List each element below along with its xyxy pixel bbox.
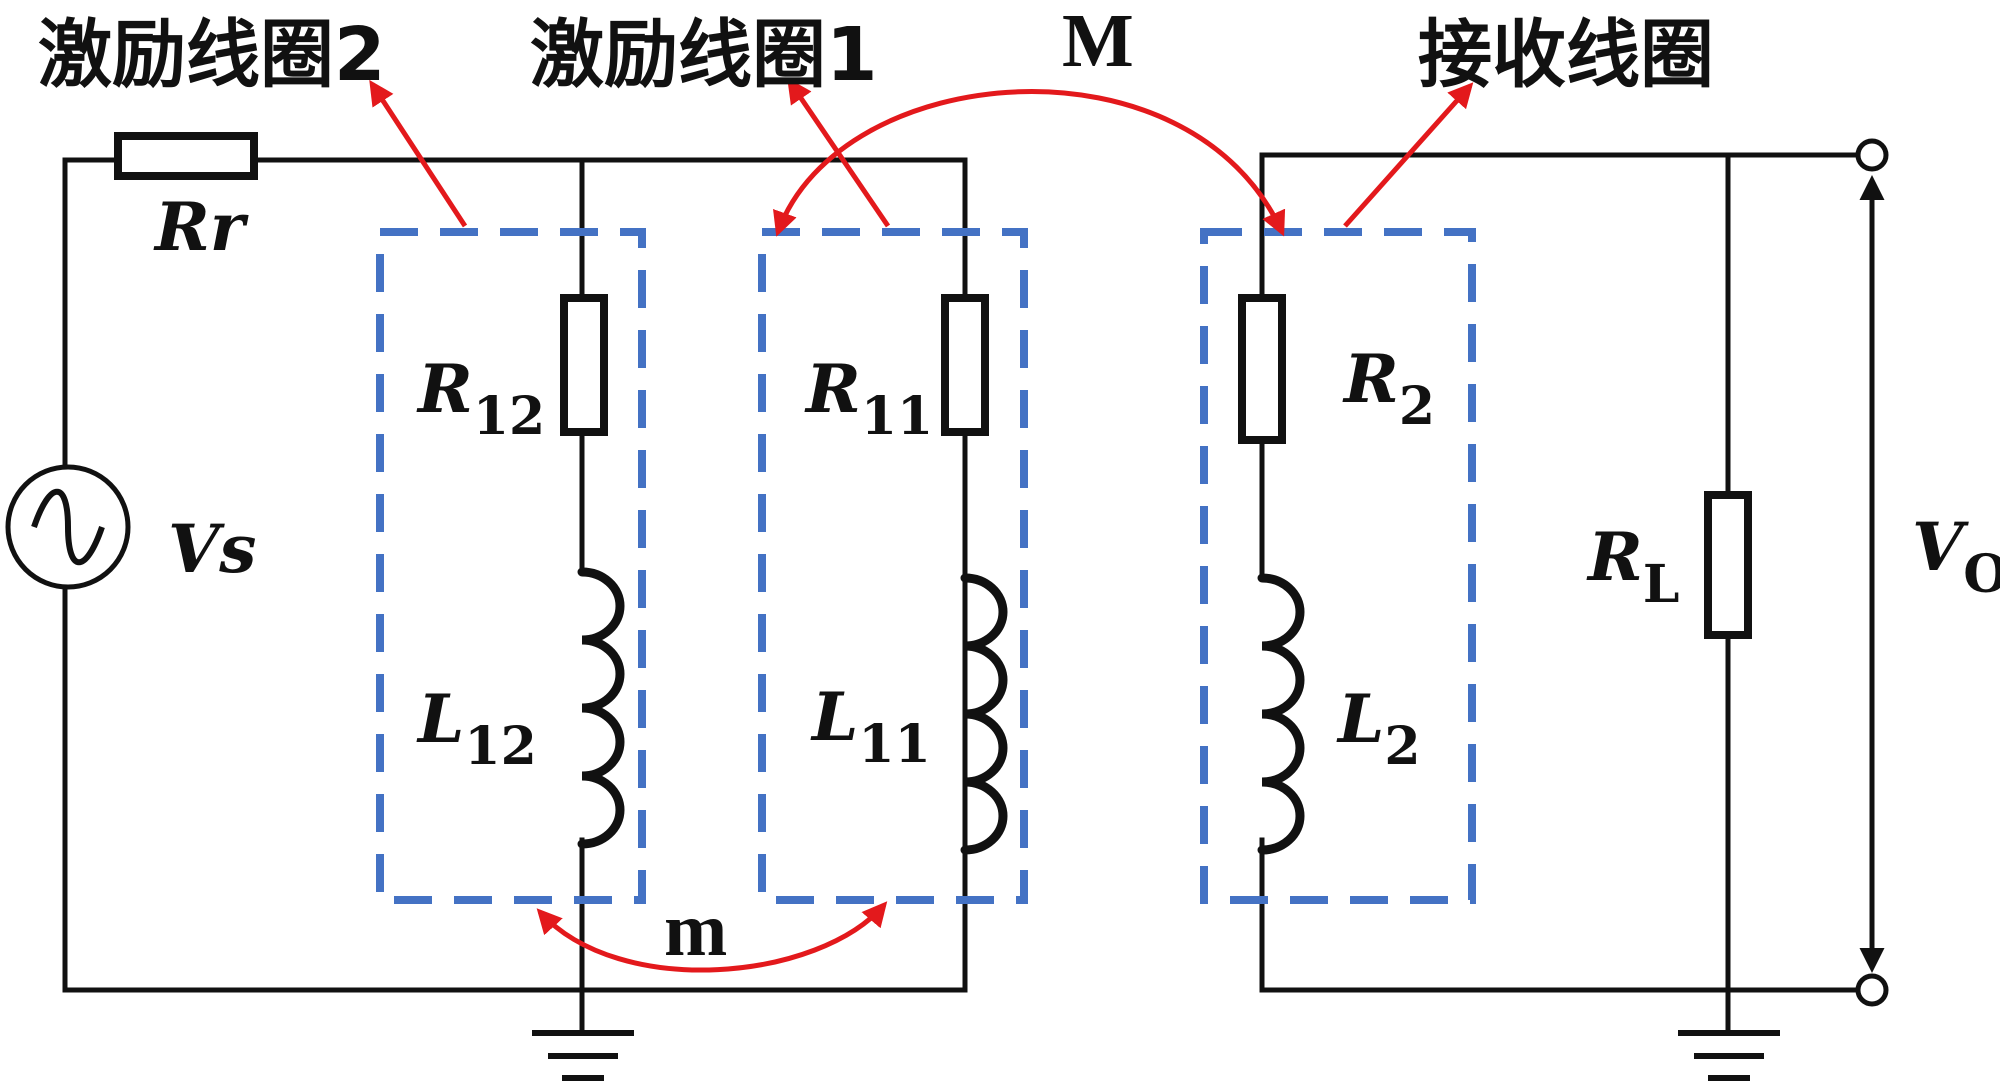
label-receiving-coil: 接收线圈 [1418,12,1714,98]
resistor-r2 [1238,294,1286,444]
label-mutual-m: m [664,888,727,972]
label-vs: Vs [168,510,256,588]
ground-symbol-left [532,1030,634,1081]
pointer-arrow-receiving-coil [1343,82,1474,228]
dashed-box-excitation-coil-2 [376,228,646,904]
resistor-rl [1704,491,1752,639]
dashed-box-receiving-coil [1200,228,1476,904]
label-rr: Rr [153,188,249,266]
label-l2: L2 [1336,680,1421,777]
label-r12: R12 [416,350,545,447]
pointer-arrow-coil-2 [369,79,468,228]
resistor-r11 [941,294,989,436]
label-mutual-M: M [1062,0,1134,83]
mutual-inductance-arc-M [773,89,1286,237]
label-l11: L11 [810,678,931,775]
mutual-inductance-arc-m [536,901,888,973]
label-r11: R11 [804,350,933,447]
inductor-l11 [960,573,1008,855]
receiving-circuit-wires [1259,152,1873,1033]
output-terminal-top [1855,138,1889,172]
inductor-l2 [1257,573,1305,855]
ground-symbol-right [1678,1030,1780,1081]
label-l12: L12 [416,680,537,777]
inductor-l12 [577,567,625,849]
label-excitation-coil-2: 激励线圈2 [38,12,386,98]
label-v0: VO [1912,508,2000,605]
label-r2: R2 [1342,340,1435,437]
ac-voltage-source [5,464,131,590]
label-rl: RL [1586,518,1679,615]
resistor-r12 [560,294,608,436]
output-terminal-bottom [1855,973,1889,1007]
label-excitation-coil-1: 激励线圈1 [530,12,878,98]
resistor-rr [114,132,258,180]
